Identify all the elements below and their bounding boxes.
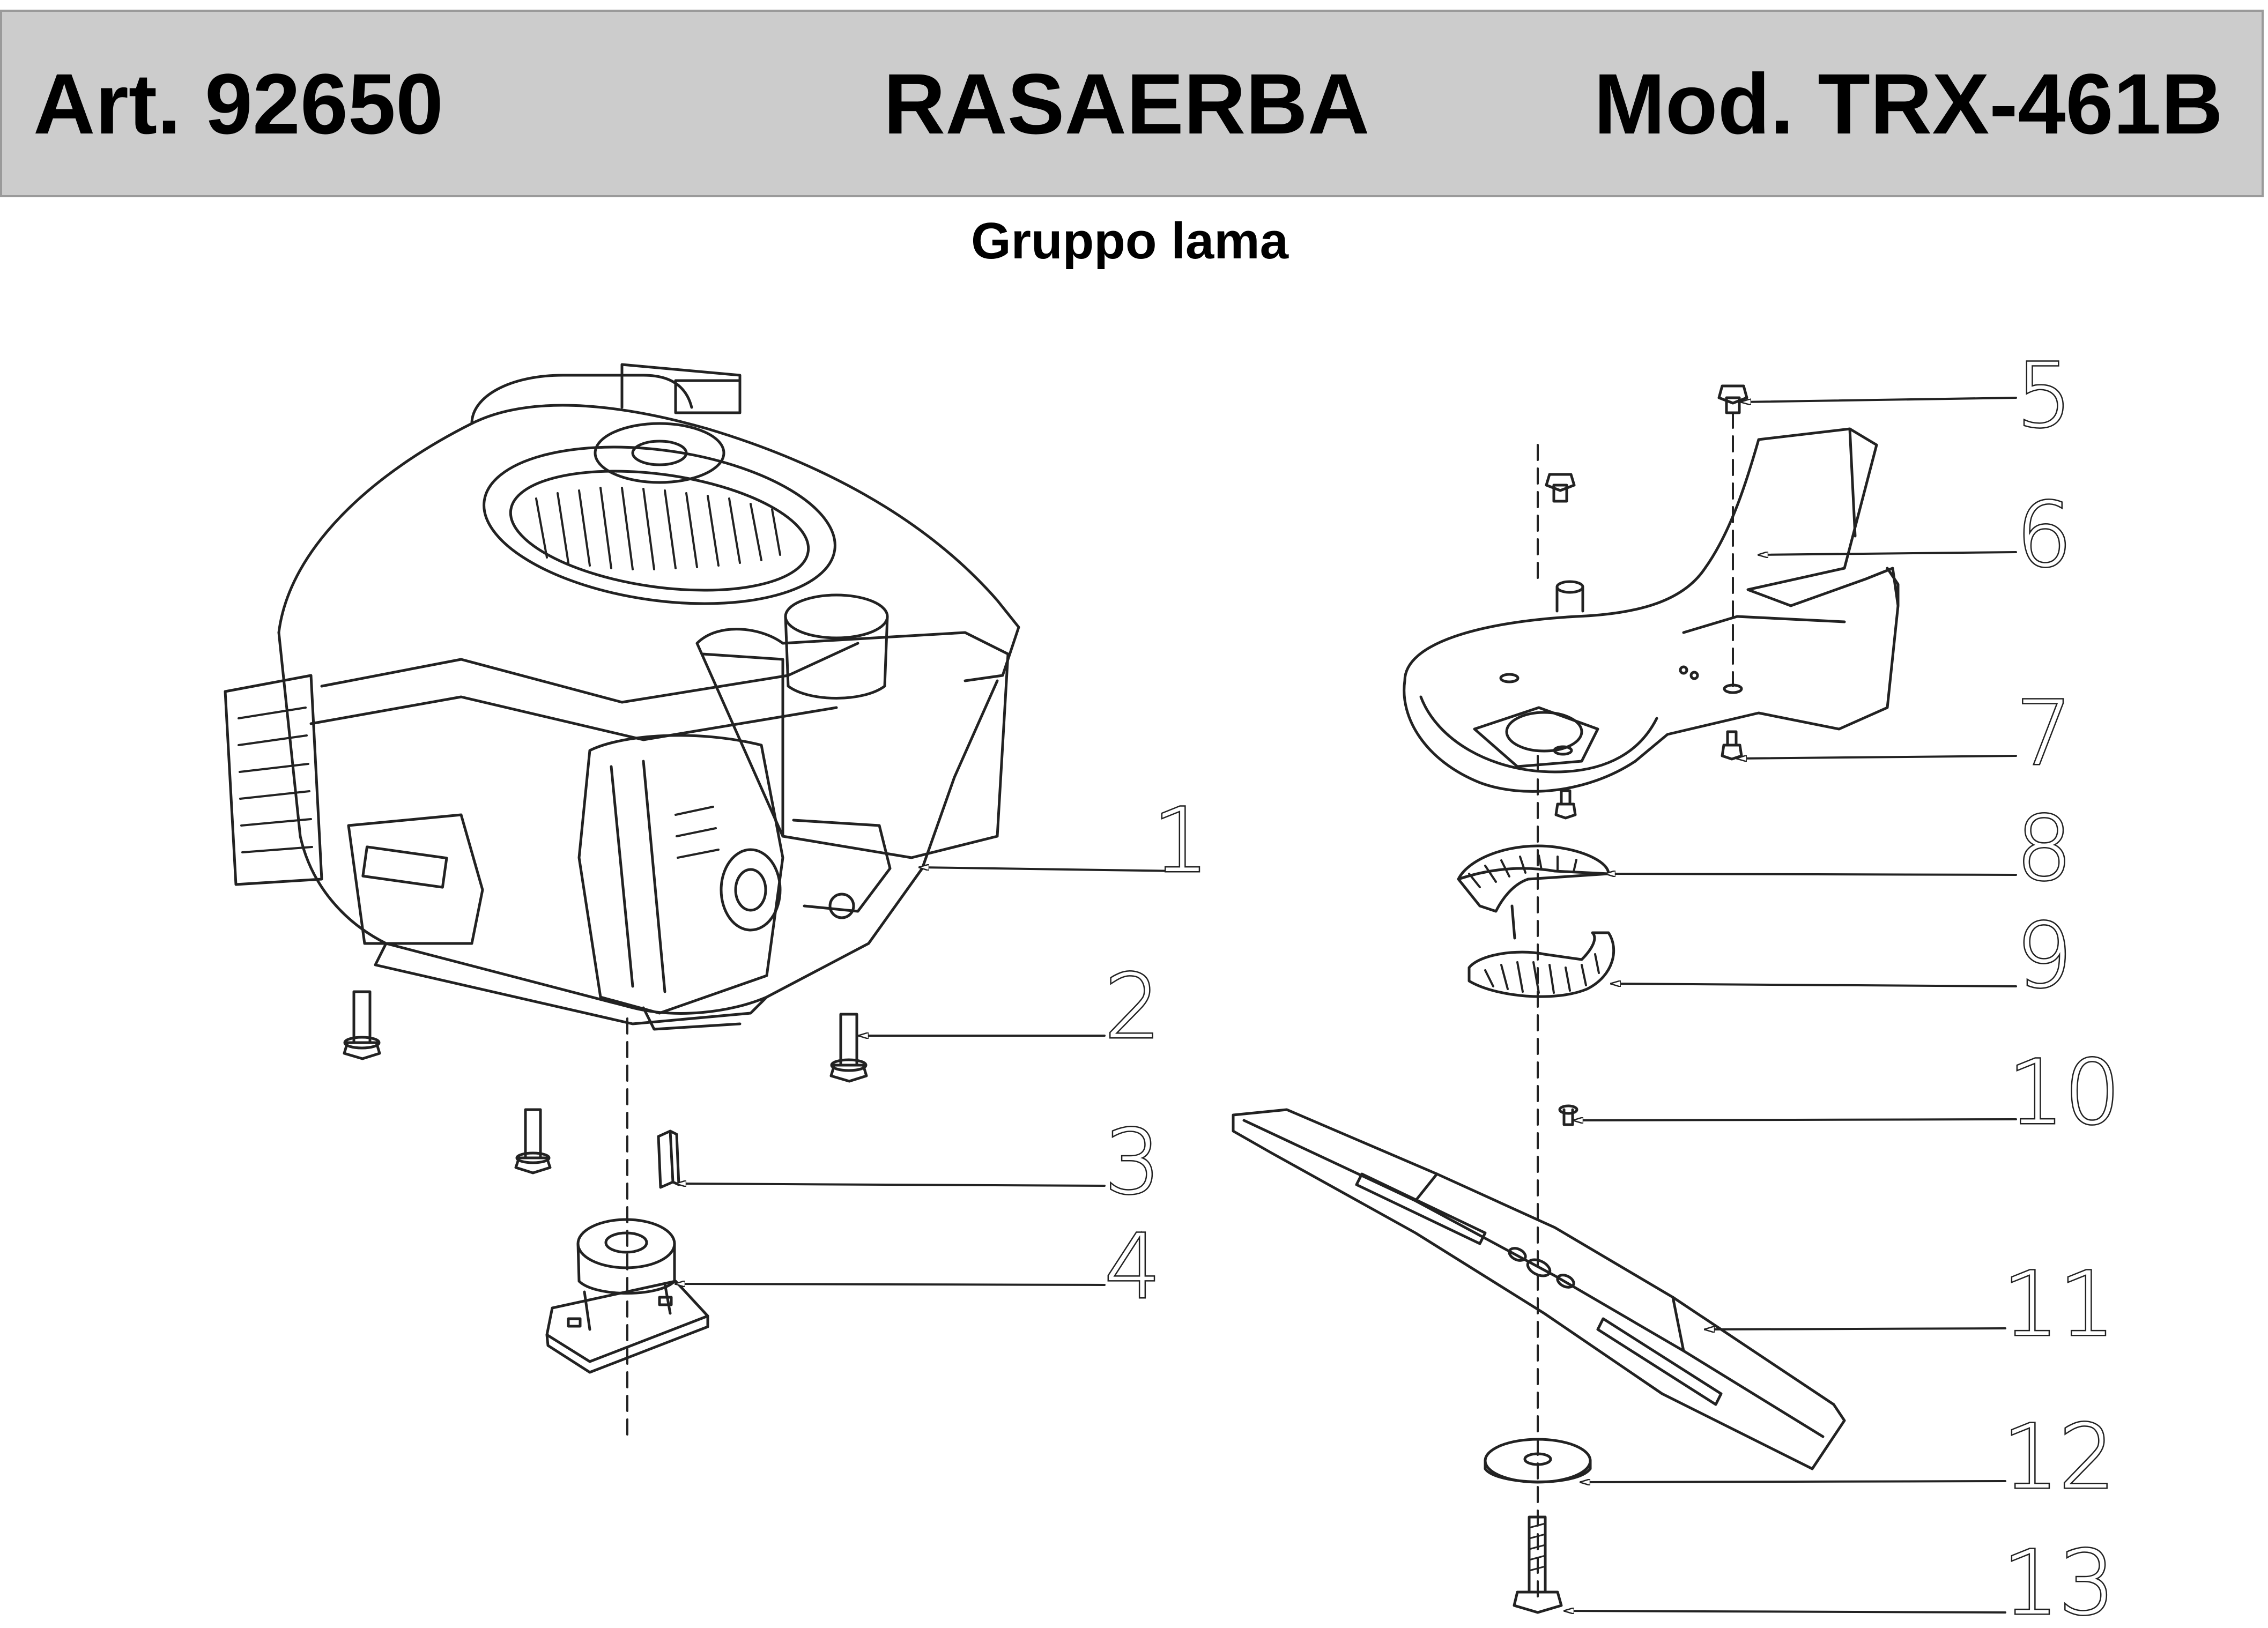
blade-icon	[1232, 1108, 1846, 1470]
hex-bolt-icon	[1554, 789, 1577, 820]
part-number-9: 9	[2016, 904, 2072, 1007]
shaft-key-icon	[657, 1129, 680, 1189]
article-number: Art. 92650	[33, 56, 443, 152]
part-number-3: 3	[1105, 1111, 1161, 1214]
deflector-icon	[1403, 427, 1900, 793]
part-numbers: 1 2 3 4 5 6 7 8 9 10 11 12 13	[1103, 343, 2122, 1628]
hex-bolt-icon	[1545, 473, 1576, 503]
blade-adapter-icon	[545, 1218, 709, 1374]
hex-bolt-icon	[829, 1013, 868, 1083]
hex-bolt-icon	[514, 1108, 552, 1174]
title-bar: Art. 92650 RASAERBA Mod. TRX-461B	[0, 10, 2264, 197]
hex-bolt-icon	[1721, 730, 1743, 761]
part-number-4: 4	[1105, 1215, 1161, 1318]
engine-illustration	[224, 363, 1020, 1031]
part-number-13: 13	[2003, 1532, 2115, 1628]
center-lines	[626, 412, 1734, 1604]
product-name: RASAERBA	[883, 56, 1370, 152]
part-number-7: 7	[2016, 682, 2072, 785]
hex-bolt-icon	[1558, 1104, 1578, 1126]
part-number-11: 11	[2003, 1253, 2115, 1356]
hex-bolt-icon	[1513, 1515, 1563, 1614]
model-number: Mod. TRX-461B	[1593, 56, 2223, 152]
hex-bolt-icon	[1717, 384, 1748, 414]
leader-lines	[676, 397, 2017, 1612]
hex-bolt-icon	[343, 990, 381, 1060]
part-number-1: 1	[1153, 789, 1209, 892]
fan-disc-icon	[1467, 931, 1615, 998]
part-number-5: 5	[2016, 344, 2072, 447]
part-number-6: 6	[2016, 484, 2072, 586]
part-number-12: 12	[2003, 1406, 2115, 1508]
diagram-subtitle: Gruppo lama	[970, 212, 1289, 270]
part-number-8: 8	[2016, 797, 2072, 900]
washer-icon	[1484, 1438, 1592, 1484]
part-number-2: 2	[1105, 955, 1161, 1058]
part-number-10: 10	[2008, 1041, 2121, 1144]
fan-disc-icon	[1457, 844, 1610, 940]
